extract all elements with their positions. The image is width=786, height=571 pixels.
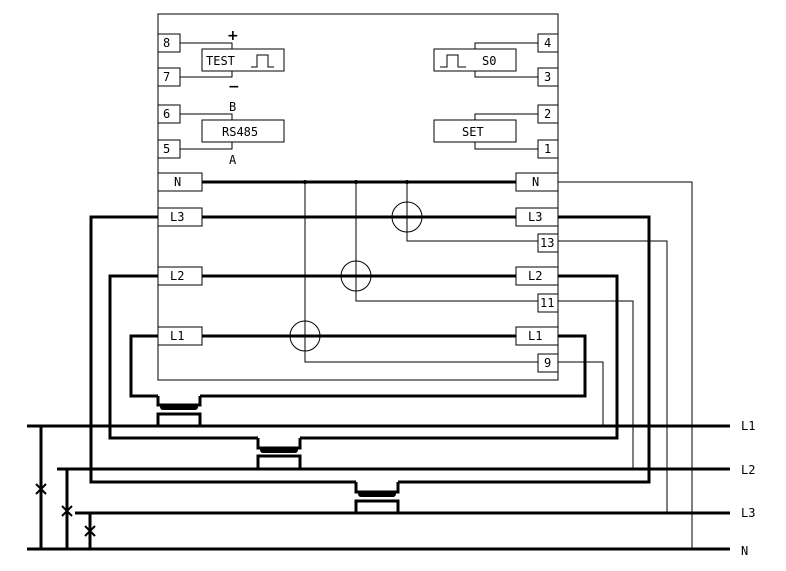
ct-link-l3 [354, 482, 400, 513]
terminal-7-label: 7 [163, 70, 170, 84]
b-terminal-label: B [229, 100, 236, 114]
meter-enclosure [157, 13, 559, 381]
l2-phase-row: L2 L2 11 [157, 182, 559, 313]
left-terminal-block: 8 7 6 5 [157, 33, 181, 159]
ct-link-l1 [156, 396, 202, 426]
terminal-11-label: 11 [540, 296, 554, 310]
pulse-icon [251, 54, 274, 68]
set-label: SET [462, 125, 484, 139]
l1-output-label: L1 [528, 329, 542, 343]
terminal-1-label: 1 [544, 142, 551, 156]
terminal-2-label: 2 [544, 107, 551, 121]
fuse-l3-icon [84, 525, 96, 537]
right-terminal-block: 4 3 2 1 [537, 33, 559, 159]
plus-sign: + [227, 28, 239, 44]
terminal-3-label: 3 [544, 70, 551, 84]
terminal-4-label: 4 [544, 36, 551, 50]
l3-input-label: L3 [170, 210, 184, 224]
a-terminal-label: A [229, 153, 237, 167]
test-output-module: TEST + − [180, 28, 285, 95]
fuse-block [35, 426, 96, 549]
fuse-l1-icon [35, 483, 47, 495]
external-phase-wiring [89, 215, 651, 484]
terminal-5-label: 5 [163, 142, 170, 156]
terminal-9-label: 9 [544, 356, 551, 370]
l1-phase-row: L1 L1 9 [157, 182, 559, 373]
l1-line-label: L1 [741, 419, 755, 433]
terminal-13-label: 13 [540, 236, 554, 250]
test-label: TEST [206, 54, 235, 68]
voltage-sense-lines [558, 181, 693, 549]
terminal-6-label: 6 [163, 107, 170, 121]
n-output-label: N [532, 175, 539, 189]
l3-phase-row: L3 L3 13 [157, 182, 559, 253]
ct-link-l2 [256, 438, 302, 469]
s0-label: S0 [482, 54, 496, 68]
l1-input-label: L1 [170, 329, 184, 343]
rs485-module: RS485 B A [180, 100, 285, 167]
pulse-icon [440, 54, 466, 68]
set-module: SET [433, 113, 538, 150]
l2-line-label: L2 [741, 463, 755, 477]
n-input-label: N [174, 175, 181, 189]
s0-output-module: S0 [433, 42, 538, 78]
n-line-label: N [741, 544, 748, 558]
terminal-8-label: 8 [163, 36, 170, 50]
l3-line-label: L3 [741, 506, 755, 520]
l2-output-label: L2 [528, 269, 542, 283]
rs485-label: RS485 [222, 125, 258, 139]
neutral-bus: N N [157, 172, 559, 192]
fuse-l2-icon [61, 505, 73, 517]
supply-lines: L1 L2 L3 N [27, 419, 755, 558]
minus-sign: − [228, 79, 240, 95]
l3-output-label: L3 [528, 210, 542, 224]
l2-input-label: L2 [170, 269, 184, 283]
